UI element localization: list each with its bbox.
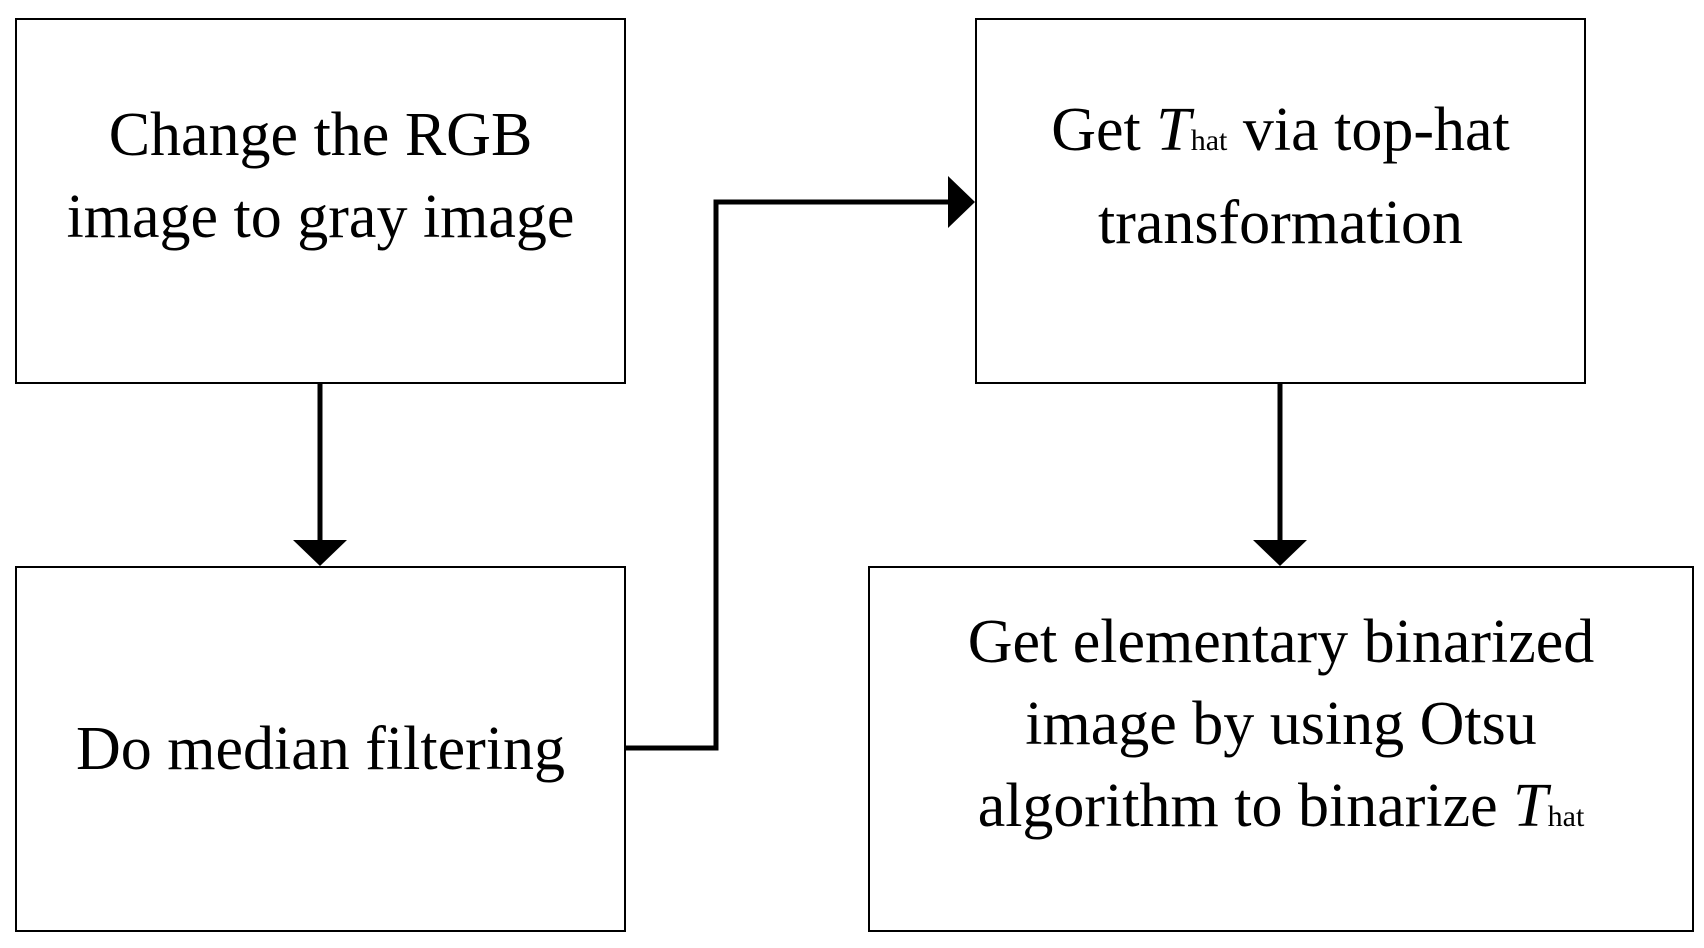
node-top-hat-label: Get That via top-hat transformation <box>1051 89 1510 264</box>
node-rgb-to-gray-label: Change the RGB image to gray image <box>67 94 575 258</box>
node-otsu-line-2: image by using Otsu <box>1025 689 1537 758</box>
node-otsu-symbol: T <box>1513 771 1548 840</box>
node-top-hat-suffix: via top-hat <box>1227 95 1510 164</box>
arrowhead-rgb-to-median <box>293 540 347 566</box>
node-top-hat: Get That via top-hat transformation <box>975 18 1586 384</box>
node-top-hat-subscript: hat <box>1190 123 1228 157</box>
node-top-hat-line-1: Get That via top-hat <box>1051 89 1510 182</box>
node-median-filter: Do median filtering <box>15 566 626 932</box>
node-top-hat-symbol: T <box>1156 95 1191 164</box>
node-median-filter-label: Do median filtering <box>76 708 565 790</box>
node-median-filter-line-1: Do median filtering <box>76 715 565 783</box>
node-top-hat-prefix: Get <box>1051 95 1157 164</box>
node-top-hat-line-2: transformation <box>1097 188 1463 257</box>
node-otsu-subscript: hat <box>1547 799 1585 833</box>
arrowhead-median-to-tophat <box>948 176 975 228</box>
node-rgb-to-gray: Change the RGB image to gray image <box>15 18 626 384</box>
node-otsu-prefix: algorithm to binarize <box>977 771 1514 840</box>
node-rgb-to-gray-line-2: image to gray image <box>66 183 575 251</box>
node-otsu-line-1: Get elementary binarized <box>967 607 1595 676</box>
edge-median-to-tophat <box>626 199 950 751</box>
arrowhead-tophat-to-otsu <box>1253 540 1307 566</box>
node-otsu-line-3: algorithm to binarize That <box>968 765 1595 858</box>
node-rgb-to-gray-line-1: Change the RGB <box>108 101 533 169</box>
node-otsu: Get elementary binarized image by using … <box>868 566 1694 932</box>
node-otsu-label: Get elementary binarized image by using … <box>968 601 1595 858</box>
